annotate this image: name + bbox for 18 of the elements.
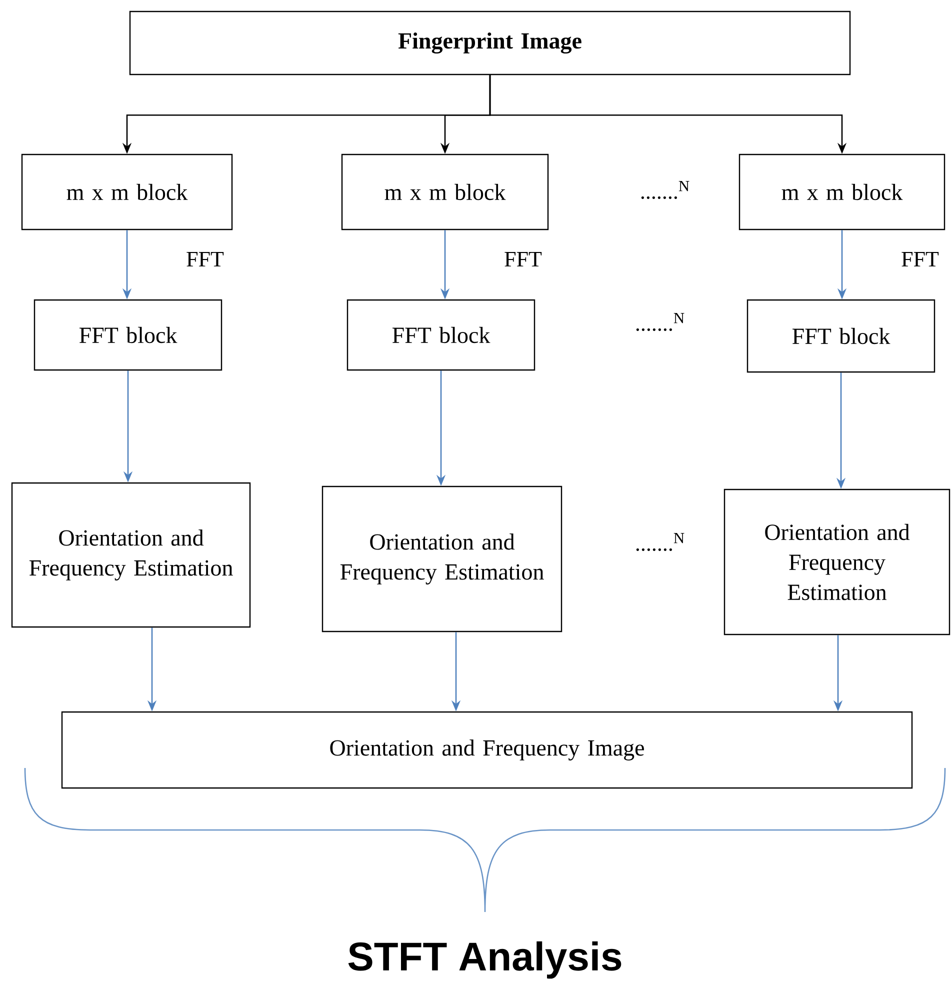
process-box: Orientation and Frequency Estimation xyxy=(11,482,251,628)
process-box: Orientation and Frequency Estimation xyxy=(724,488,950,636)
ellipsis-label: .......$^{N}$ xyxy=(636,533,684,551)
process-box: Fingerprint Image xyxy=(129,10,851,76)
process-box: FFT block xyxy=(746,299,936,373)
caption: STFT Analysis xyxy=(348,941,622,979)
edge-label: FFT xyxy=(184,250,226,268)
ellipsis-label: .......$^{N}$ xyxy=(641,181,690,199)
edge-label: FFT xyxy=(502,250,544,268)
process-box: m x m block xyxy=(21,154,233,230)
process-box: Orientation and Frequency Image xyxy=(61,711,913,789)
process-box: Orientation and Frequency Estimation xyxy=(322,486,562,632)
edge-label: FFT xyxy=(899,250,941,268)
process-box: m x m block xyxy=(341,154,549,230)
process-box: m x m block xyxy=(738,154,946,230)
ellipsis-label: .......$^{N}$ xyxy=(636,313,684,331)
process-box: FFT block xyxy=(346,299,536,371)
process-box: FFT block xyxy=(34,299,222,371)
